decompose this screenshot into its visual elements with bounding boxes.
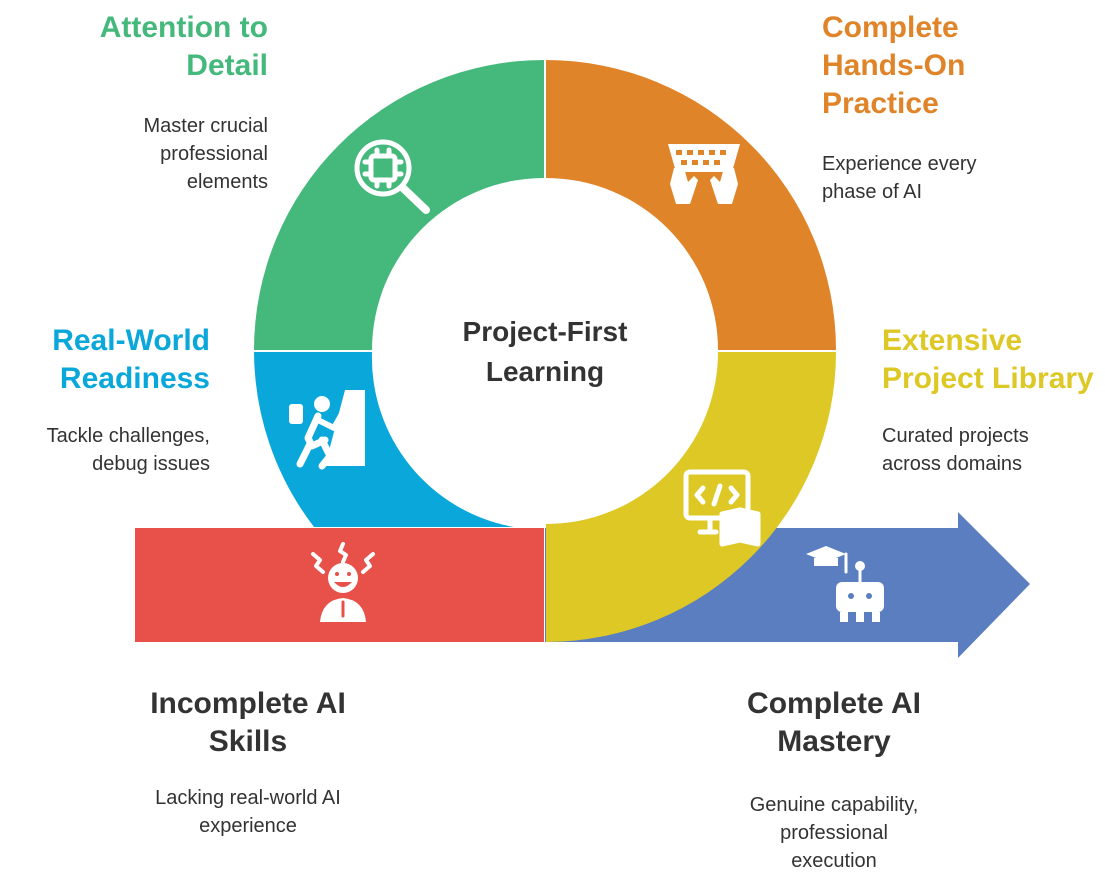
graduate-robot-icon [806, 546, 884, 622]
keyboard-hands-icon [668, 144, 740, 204]
readiness-desc-line-1: Tackle challenges, [46, 425, 210, 447]
readiness-desc-line-2: debug issues [92, 453, 210, 475]
chip-magnifier-icon [354, 139, 430, 214]
attention-desc-line-3: elements [186, 171, 268, 193]
library-title-line-2: Project Library [882, 362, 1094, 395]
library-segment [546, 352, 836, 642]
attention-description: Master crucial professional elements [40, 112, 268, 196]
attention-title-line-1: Attention to [99, 11, 268, 44]
practice-desc-line-2: phase of AI [822, 181, 923, 203]
library-title-line-1: Extensive [882, 324, 1023, 357]
attention-label: Attention to Detail Master crucial profe… [40, 9, 268, 196]
start-description: Lacking real-world AI experience [108, 784, 388, 840]
readiness-segment [254, 352, 514, 527]
library-desc-line-1: Curated projects [882, 425, 1029, 447]
start-desc-line-1: Lacking real-world AI [155, 787, 341, 809]
library-desc-line-2: across domains [882, 453, 1023, 475]
practice-title-line-1: Complete [822, 11, 959, 44]
end-description: Genuine capability, professional executi… [694, 791, 974, 875]
library-label: Extensive Project Library Curated projec… [882, 322, 1104, 478]
start-title-line-1: Incomplete AI [150, 687, 346, 720]
attention-segment [254, 60, 544, 350]
practice-label: Complete Hands-On Practice Experience ev… [822, 9, 1082, 206]
practice-segment [546, 60, 836, 350]
practice-title-line-2: Hands-On [822, 49, 966, 82]
center-title-line-2: Learning [485, 356, 605, 387]
start-label: Incomplete AI Skills Lacking real-world … [108, 685, 388, 840]
code-book-icon [683, 469, 761, 547]
attention-title-line-2: Detail [186, 49, 268, 82]
readiness-title: Real-World Readiness [0, 322, 210, 398]
readiness-title-line-1: Real-World [52, 324, 210, 357]
attention-desc-line-1: Master crucial [143, 115, 268, 137]
library-title: Extensive Project Library [882, 322, 1104, 398]
start-title: Incomplete AI Skills [108, 685, 388, 761]
readiness-title-line-2: Readiness [59, 362, 210, 395]
end-title-line-2: Mastery [777, 725, 891, 758]
readiness-label: Real-World Readiness Tackle challenges, … [0, 322, 210, 478]
end-title: Complete AI Mastery [694, 685, 974, 761]
attention-desc-line-2: professional [160, 143, 268, 165]
attention-title: Attention to Detail [40, 9, 268, 85]
start-title-line-2: Skills [208, 725, 288, 758]
start-desc-line-2: experience [199, 815, 297, 837]
end-desc-line-3: execution [791, 850, 877, 872]
center-title-line-1: Project-First [462, 316, 628, 347]
library-description: Curated projects across domains [882, 422, 1104, 478]
end-desc-line-1: Genuine capability, [749, 794, 919, 816]
practice-desc-line-1: Experience every [822, 153, 977, 175]
end-label: Complete AI Mastery Genuine capability, … [694, 685, 974, 875]
practice-title-line-3: Practice [822, 87, 939, 120]
end-title-line-1: Complete AI [747, 687, 921, 720]
readiness-description: Tackle challenges, debug issues [0, 422, 210, 478]
center-title: Project-First Learning [400, 312, 690, 392]
climber-icon [289, 390, 365, 470]
frustrated-person-icon [311, 542, 375, 622]
practice-description: Experience every phase of AI [822, 150, 1082, 206]
end-desc-line-2: professional [780, 822, 888, 844]
practice-title: Complete Hands-On Practice [822, 9, 1082, 123]
